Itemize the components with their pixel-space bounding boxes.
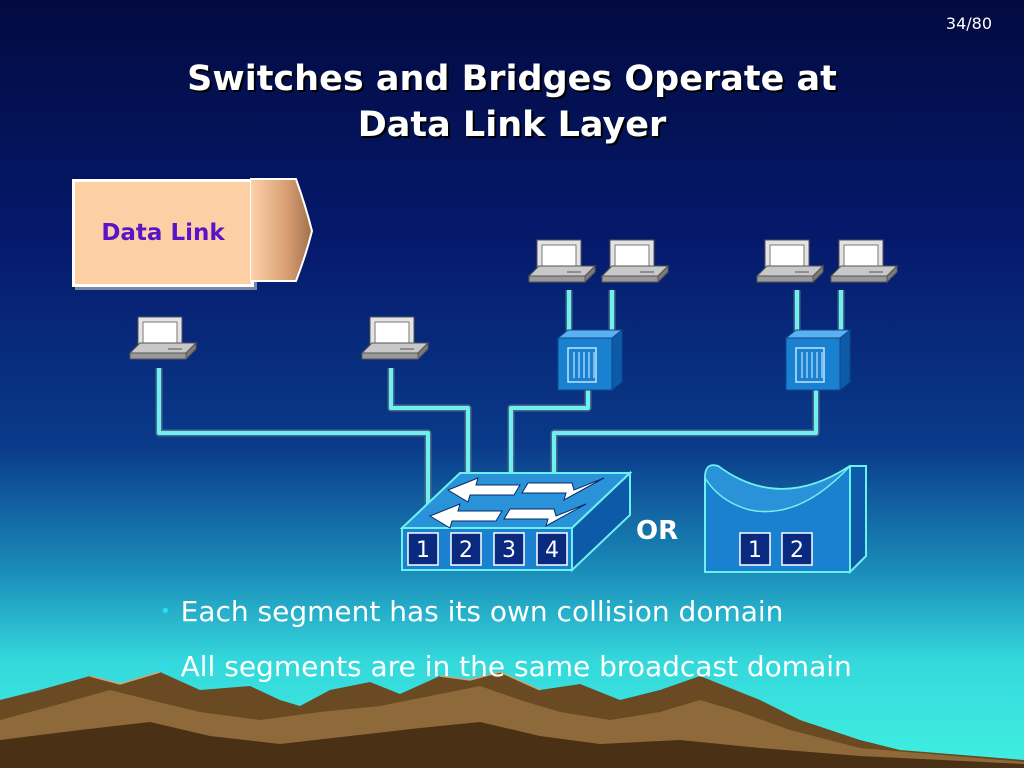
mountains-landscape [0,671,1024,768]
osi-layer-label: Data Link [101,220,225,246]
switch-port-label: 4 [545,538,559,563]
switch-icon [399,470,633,573]
switch-port-label: 2 [459,538,473,563]
slide-title-line-2: Data Link Layer [357,105,667,145]
bullet-dot-icon: • [160,656,171,677]
bridge-port-label: 1 [748,538,762,563]
slide-title: Switches and Bridges Operate at Data Lin… [0,56,1024,148]
bullet-item: • Each segment has its own collision doma… [160,584,852,639]
hub-icon [785,329,851,391]
computer-icon [361,316,429,360]
bullet-item: • All segments are in the same broadcast … [160,639,852,694]
computer-icon [830,239,898,283]
computer-icon [601,239,669,283]
osi-layer-arrow-tab [250,178,314,282]
slide-title-line-1: Switches and Bridges Operate at [187,59,837,99]
computer-icon [129,316,197,360]
bullet-dot-icon: • [160,601,171,622]
bullet-text: All segments are in the same broadcast d… [180,650,852,683]
bridge-port-label: 2 [790,538,804,563]
switch-port-label: 3 [502,538,516,563]
bullet-text: Each segment has its own collision domai… [180,595,784,628]
computer-icon [756,239,824,283]
hub-icon [557,329,623,391]
switch-ports: 1 2 3 4 [407,532,568,566]
computer-icon [528,239,596,283]
or-label: OR [636,516,679,546]
bridge-icon: 1 2 [704,464,867,575]
page-number: 34/80 [945,14,992,33]
switch-port-label: 1 [416,538,430,563]
bullet-list: • Each segment has its own collision doma… [160,584,852,694]
